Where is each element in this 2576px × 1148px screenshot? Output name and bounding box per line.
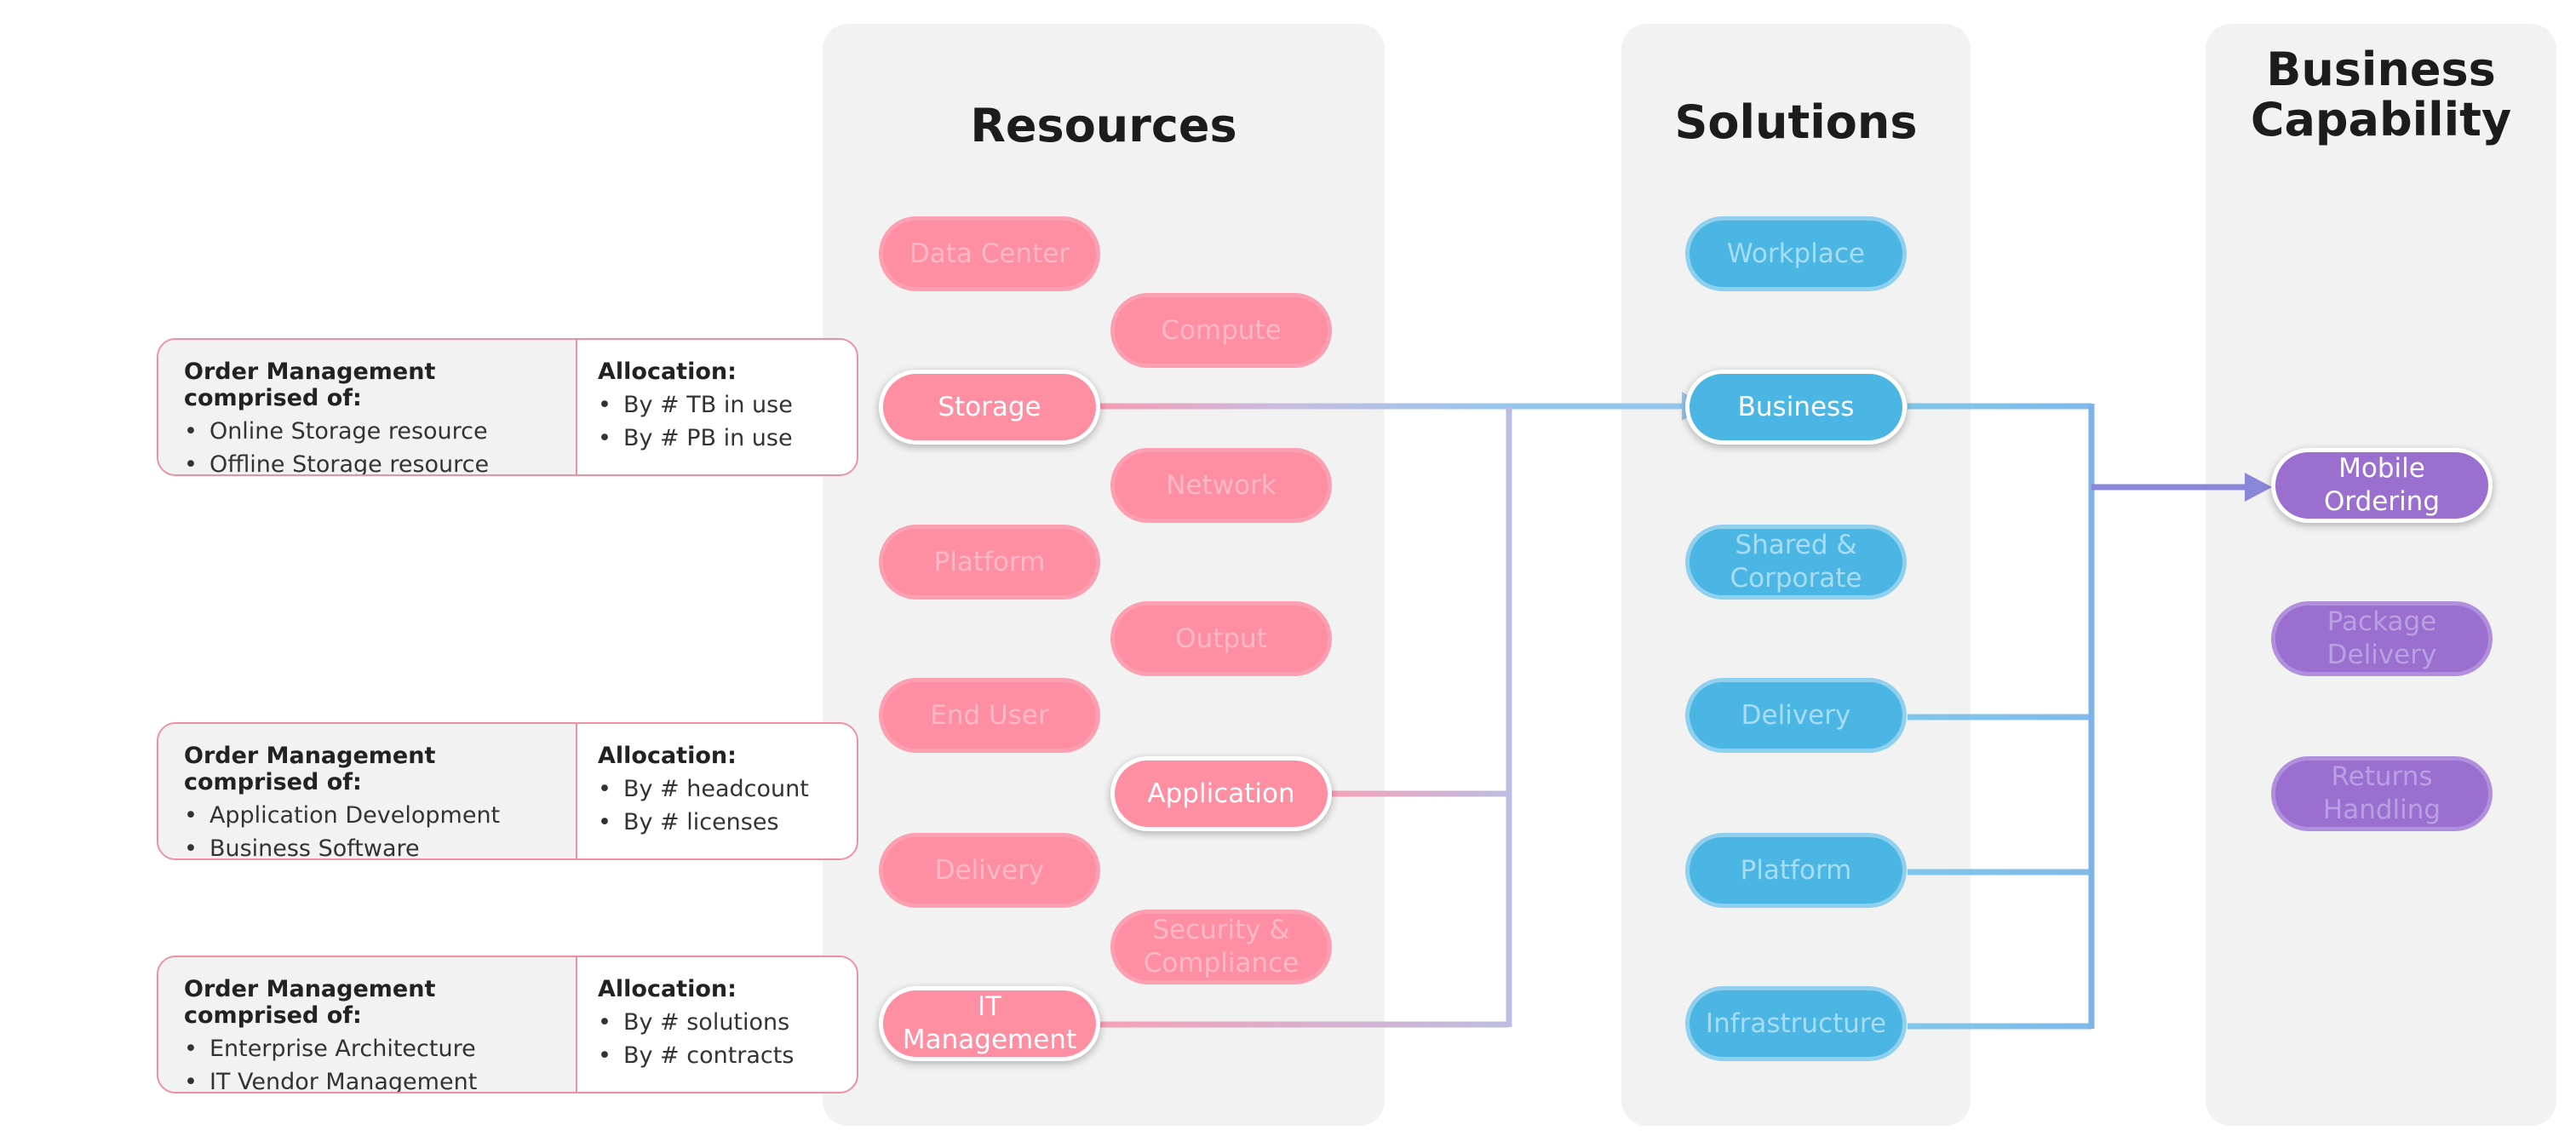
info-box-storage: Order Management comprised of: Online St…: [157, 338, 858, 476]
solution-shared-corporate[interactable]: Shared & Corporate: [1685, 525, 1907, 600]
capability-title: Business Capability: [2250, 43, 2512, 147]
allocation-item: By # solutions: [598, 1006, 836, 1039]
composition-section: Order Management comprised of: Enterpris…: [158, 957, 577, 1092]
resource-delivery[interactable]: Delivery: [879, 833, 1100, 908]
solution-platform[interactable]: Platform: [1685, 833, 1907, 908]
solution-delivery[interactable]: Delivery: [1685, 678, 1907, 753]
resource-compute[interactable]: Compute: [1110, 293, 1332, 368]
resource-storage[interactable]: Storage: [879, 370, 1100, 445]
allocation-item: By # licenses: [598, 806, 836, 839]
resource-output[interactable]: Output: [1110, 601, 1332, 676]
allocation-heading: Allocation:: [598, 743, 737, 769]
composition-heading: Order Management comprised of:: [184, 743, 436, 795]
composition-item: Offline Storage resource: [184, 448, 550, 474]
resource-network[interactable]: Network: [1110, 448, 1332, 523]
composition-heading: Order Management comprised of:: [184, 976, 436, 1029]
solution-workplace[interactable]: Workplace: [1685, 216, 1907, 291]
resources-title: Resources: [970, 99, 1237, 152]
resource-security-compliance[interactable]: Security & Compliance: [1110, 910, 1332, 984]
composition-item: IT Vendor Management: [184, 1065, 550, 1092]
capability-panel: [2206, 24, 2556, 1126]
info-box-application: Order Management comprised of: Applicati…: [157, 722, 858, 860]
allocation-item: By # TB in use: [598, 388, 836, 422]
allocation-section: Allocation: By # TB in use By # PB in us…: [577, 340, 857, 474]
solutions-title: Solutions: [1674, 95, 1918, 149]
composition-item: Application Development: [184, 799, 550, 832]
allocation-section: Allocation: By # headcount By # licenses: [577, 724, 857, 858]
resource-application[interactable]: Application: [1110, 756, 1332, 831]
composition-item: Online Storage resource: [184, 415, 550, 448]
allocation-item: By # contracts: [598, 1039, 836, 1072]
resource-end-user[interactable]: End User: [879, 678, 1100, 753]
solution-infrastructure[interactable]: Infrastructure: [1685, 986, 1907, 1061]
allocation-heading: Allocation:: [598, 359, 737, 385]
composition-item: Enterprise Architecture: [184, 1032, 550, 1065]
allocation-section: Allocation: By # solutions By # contract…: [577, 957, 857, 1092]
composition-section: Order Management comprised of: Online St…: [158, 340, 577, 474]
capability-package-delivery[interactable]: Package Delivery: [2271, 601, 2493, 676]
arrow-to-mobile-ordering: [2245, 473, 2272, 502]
composition-section: Order Management comprised of: Applicati…: [158, 724, 577, 858]
composition-item: Business Software: [184, 832, 550, 858]
capability-mobile-ordering[interactable]: Mobile Ordering: [2271, 448, 2493, 523]
resource-data-center[interactable]: Data Center: [879, 216, 1100, 291]
solution-business[interactable]: Business: [1685, 370, 1907, 445]
resource-platform[interactable]: Platform: [879, 525, 1100, 600]
allocation-item: By # headcount: [598, 772, 836, 806]
allocation-heading: Allocation:: [598, 976, 737, 1002]
composition-heading: Order Management comprised of:: [184, 359, 436, 411]
capability-returns-handling[interactable]: Returns Handling: [2271, 756, 2493, 831]
resource-it-management[interactable]: IT Management: [879, 986, 1100, 1061]
info-box-it-management: Order Management comprised of: Enterpris…: [157, 956, 858, 1093]
allocation-item: By # PB in use: [598, 422, 836, 455]
